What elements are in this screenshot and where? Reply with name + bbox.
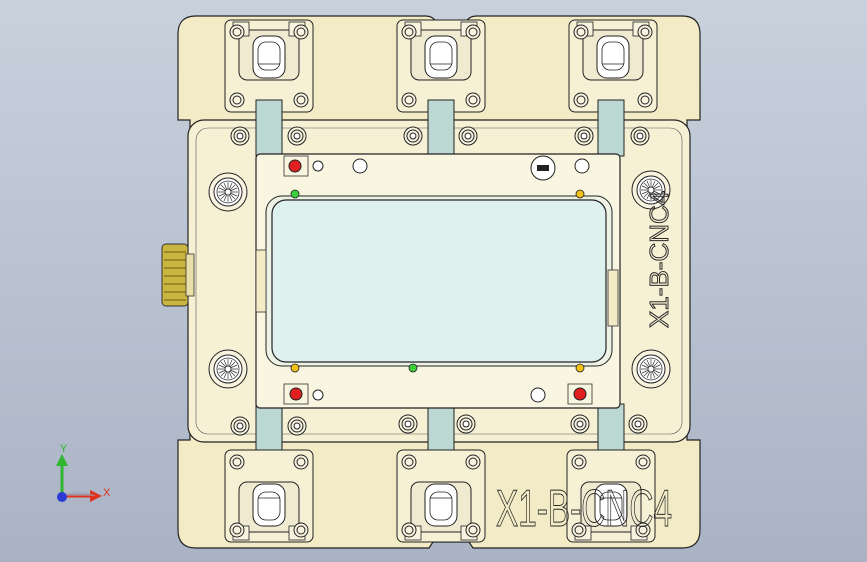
clamp-top-right[interactable]	[569, 20, 657, 157]
knurled-knob-bottom-right[interactable]	[631, 349, 671, 389]
knurled-knob-top-left[interactable]	[208, 172, 248, 212]
axis-x-label: X	[103, 487, 111, 499]
side-engraving: X1-B-CNC4	[644, 191, 674, 328]
keying-insert	[530, 155, 556, 181]
knurled-knob-bottom-left[interactable]	[208, 349, 248, 389]
axis-y-label: Y	[60, 443, 68, 455]
workpiece-nest[interactable]	[255, 153, 621, 409]
locating-pins	[283, 155, 593, 405]
clamp-top-center[interactable]	[397, 20, 485, 157]
bottom-engraving: X1-B-CNC4	[496, 480, 672, 538]
side-adjust-knob[interactable]	[161, 243, 195, 307]
coordinate-triad: Y X	[56, 443, 111, 502]
clamp-bottom-right[interactable]	[567, 403, 655, 542]
clamp-bottom-left[interactable]	[225, 403, 313, 542]
clamp-bottom-center[interactable]	[397, 403, 485, 542]
